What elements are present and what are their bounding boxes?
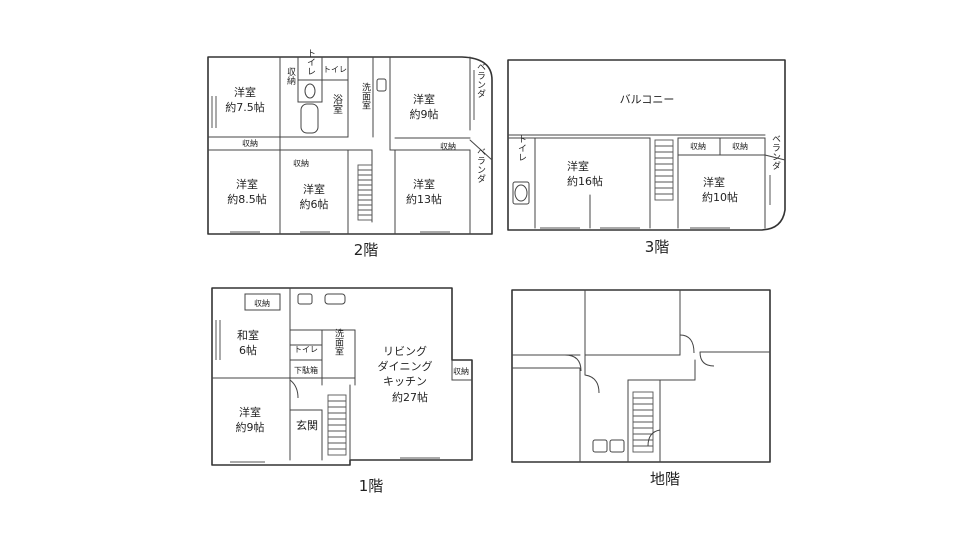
basement-plan <box>511 289 771 463</box>
f3-room2-name: 洋室 <box>703 175 725 189</box>
stairs-1f <box>327 394 347 456</box>
f1-washitsu-size: 6帖 <box>239 344 257 357</box>
f2-storage-d: 収納 <box>440 141 456 151</box>
f1-ldk-size: 約27帖 <box>392 390 428 404</box>
f2-storage-a: 収納 <box>285 66 296 86</box>
floor-3-plan: バルコニー トイレ 洋室 約16帖 収納 収納 洋室 約10帖 ベランダ <box>507 59 786 231</box>
floor-2-plan: 洋室 約7.5帖 収納 トイレ トイレ 洗面室 浴室 洋室 約9帖 ベランダ 収… <box>207 49 493 235</box>
f2-storage-c: 収納 <box>293 158 309 168</box>
f2-wash: 洗面室 <box>360 81 371 109</box>
f1-ldk-line3: キッチン <box>383 375 427 388</box>
f2-toilet-b: トイレ <box>323 65 347 74</box>
f1-ldk-line2: ダイニング <box>378 359 433 373</box>
kitchen-fixture-2 <box>324 293 346 305</box>
floor-3-label: 3階 <box>645 238 670 256</box>
f3-balcony: バルコニー <box>620 93 675 106</box>
f1-toilet: トイレ <box>294 345 318 354</box>
floor-2-label: 2階 <box>354 241 379 259</box>
stairs-3f <box>654 139 674 201</box>
f2-veranda-b: ベランダ <box>475 147 486 183</box>
f2-room2-size: 約9帖 <box>410 107 439 121</box>
f3-storage-b: 収納 <box>732 141 748 151</box>
f3-toilet: トイレ <box>516 135 527 162</box>
floor-1-plan: 収納 和室 6帖 トイレ 洗面室 下駄箱 リビング ダイニング キッチン 約27… <box>211 287 473 466</box>
f3-room1-size: 約16帖 <box>567 174 603 188</box>
f1-storage-a: 収納 <box>254 298 270 308</box>
f1-storage-b: 収納 <box>453 366 469 376</box>
f1-room1-size: 約9帖 <box>236 420 265 434</box>
f1-shoe: 下駄箱 <box>294 365 318 375</box>
f2-room3-name: 洋室 <box>236 177 258 191</box>
f2-storage-b: 収納 <box>242 138 258 148</box>
f3-storage-a: 収納 <box>690 141 706 151</box>
f1-ldk-line1: リビング <box>383 344 427 358</box>
f3-room1-name: 洋室 <box>567 159 589 173</box>
f3-veranda: ベランダ <box>770 134 781 170</box>
sink-2f <box>376 78 387 92</box>
floor-1-label: 1階 <box>359 477 384 495</box>
kitchen-fixture-1 <box>297 293 313 305</box>
f1-entrance: 玄関 <box>296 418 318 432</box>
fixture-b1-2 <box>609 439 625 453</box>
toilet-space-3f <box>512 181 530 205</box>
f1-wash: 洗面室 <box>333 327 344 355</box>
f2-room3-size: 約8.5帖 <box>227 192 267 206</box>
f2-room2-name: 洋室 <box>413 92 435 106</box>
f2-room1-name: 洋室 <box>234 85 256 99</box>
f2-room5-name: 洋室 <box>413 177 435 191</box>
bathtub-2f <box>300 103 319 134</box>
f2-room4-name: 洋室 <box>303 182 325 196</box>
f2-bath: 浴室 <box>331 94 343 114</box>
f2-toilet-a: トイレ <box>305 49 316 76</box>
f2-room5-size: 約13帖 <box>406 192 442 206</box>
stairs-b1 <box>632 391 654 453</box>
basement-label: 地階 <box>650 470 680 488</box>
f2-room1-size: 約7.5帖 <box>225 100 265 114</box>
f1-room1-name: 洋室 <box>239 405 261 419</box>
fixture-b1-1 <box>592 439 608 453</box>
f3-room2-size: 約10帖 <box>702 190 738 204</box>
toilet-fixture-3f <box>514 184 528 202</box>
f2-room4-size: 約6帖 <box>300 197 329 211</box>
toilet-fixture-2f <box>304 83 316 99</box>
f1-washitsu-name: 和室 <box>237 328 259 342</box>
f2-veranda-a: ベランダ <box>475 62 486 98</box>
stairs-2f <box>357 164 373 221</box>
